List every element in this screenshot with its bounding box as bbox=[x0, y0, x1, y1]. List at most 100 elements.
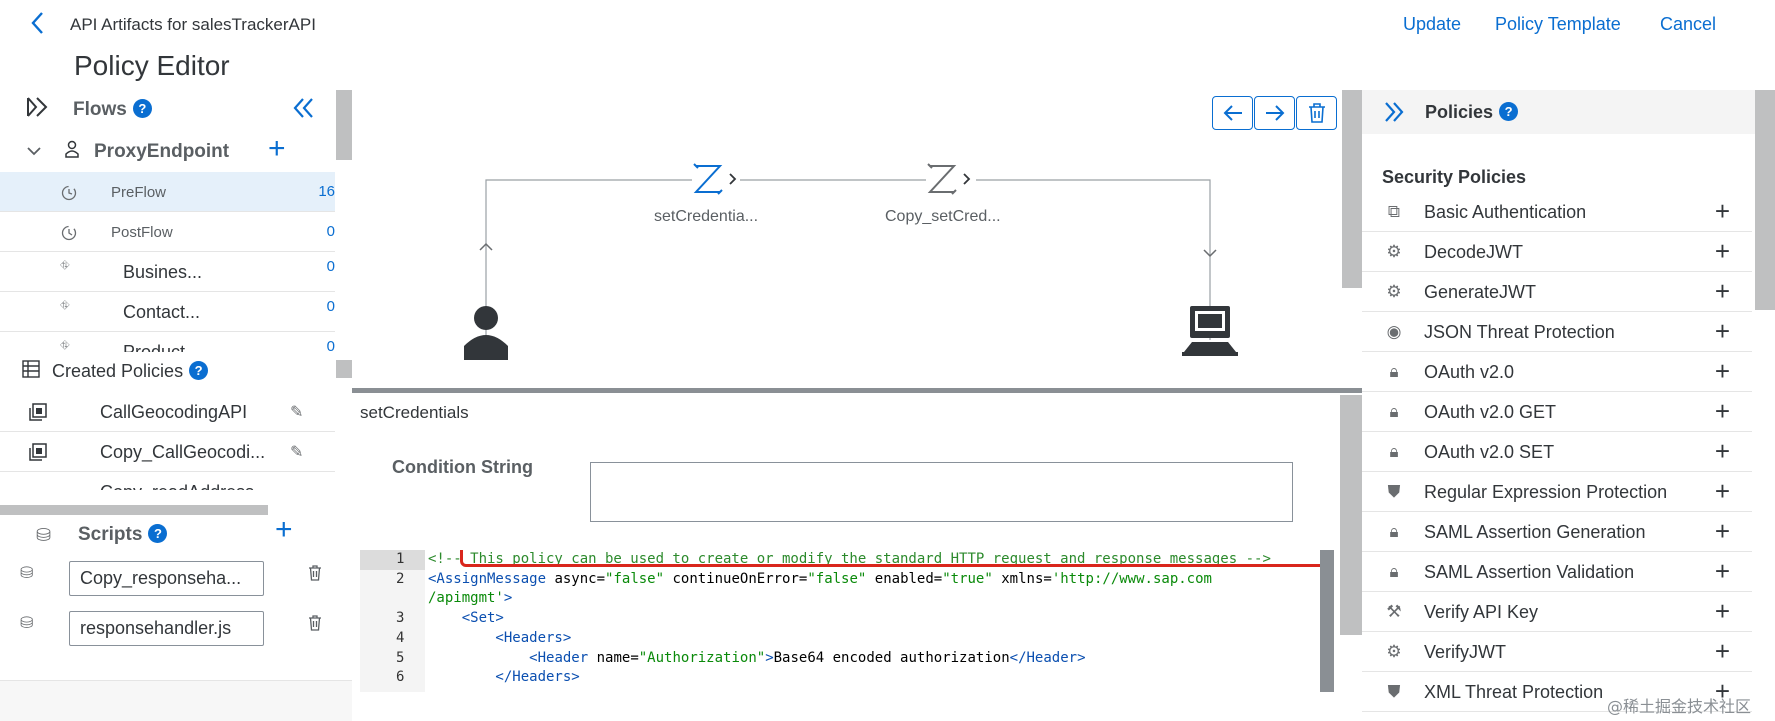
edit-pencil-icon[interactable]: ✎ bbox=[290, 444, 304, 461]
add-policy-button[interactable]: + bbox=[1714, 196, 1730, 226]
flows-title: Flows bbox=[73, 99, 127, 120]
script-item[interactable]: ⛁ Copy_responseha... bbox=[0, 555, 335, 605]
help-icon[interactable]: ? bbox=[189, 361, 209, 380]
flow-policy-label[interactable]: setCredentia... bbox=[654, 208, 759, 225]
lock-icon: 🔒︎ bbox=[1389, 362, 1399, 381]
code-line[interactable]: <AssignMessage async="false" continueOnE… bbox=[428, 570, 1212, 587]
policy-item[interactable]: 🔒︎SAML Assertion Validation+ bbox=[1362, 552, 1752, 592]
flow-policy-label[interactable]: Copy_setCred... bbox=[885, 208, 1001, 225]
condition-string-input[interactable] bbox=[590, 462, 1293, 522]
code-editor[interactable]: 1 2 3 4 5 6 <!-- This policy can be used… bbox=[360, 550, 1330, 692]
collapse-panel-icon[interactable] bbox=[292, 97, 316, 124]
chevron-down-icon[interactable] bbox=[26, 144, 42, 162]
flow-item-count: 0 bbox=[326, 223, 335, 240]
add-policy-button[interactable]: + bbox=[1714, 636, 1730, 666]
policy-item[interactable]: ⚙GenerateJWT+ bbox=[1362, 272, 1752, 312]
assign-message-node-icon[interactable] bbox=[926, 162, 976, 196]
created-policy-item[interactable]: Copy_CallGeocodi... ✎ bbox=[0, 432, 335, 472]
policy-item[interactable]: 🔒︎OAuth v2.0 SET+ bbox=[1362, 432, 1752, 472]
flow-item-preflow[interactable]: PreFlow 16 bbox=[0, 172, 335, 212]
assign-message-node-icon[interactable] bbox=[692, 162, 742, 196]
code-line[interactable]: <Headers> bbox=[428, 629, 572, 646]
splitter[interactable] bbox=[352, 388, 1362, 393]
add-policy-button[interactable]: + bbox=[1714, 436, 1730, 466]
policy-item-label: SAML Assertion Generation bbox=[1424, 522, 1646, 542]
move-right-button[interactable] bbox=[1254, 96, 1295, 130]
delete-policy-button[interactable] bbox=[1296, 96, 1337, 130]
line-number: 6 bbox=[396, 669, 405, 686]
add-policy-button[interactable]: + bbox=[1714, 276, 1730, 306]
preflow-icon bbox=[60, 184, 78, 205]
flow-item-count: 0 bbox=[326, 298, 335, 315]
id-card-icon: ⧉ bbox=[1387, 202, 1401, 221]
policies-panel: Policies? Security Policies ⧉Basic Authe… bbox=[1362, 90, 1775, 721]
add-policy-button[interactable]: + bbox=[1714, 476, 1730, 506]
help-icon[interactable]: ? bbox=[148, 524, 168, 543]
policy-item[interactable]: 🔒︎ OAuth v2.0 + bbox=[1362, 352, 1752, 392]
collapse-right-icon[interactable] bbox=[1382, 101, 1406, 128]
line-number: 4 bbox=[396, 629, 405, 646]
created-policy-item[interactable]: CallGeocodingAPI ✎ bbox=[0, 392, 335, 432]
conditional-flow-icon: ⛗ bbox=[60, 258, 70, 272]
lock-icon: 🔒︎ bbox=[1389, 402, 1399, 421]
policy-item-label: VerifyJWT bbox=[1424, 642, 1507, 662]
details-scrollbar[interactable] bbox=[1340, 395, 1362, 635]
client-user-icon bbox=[460, 302, 512, 362]
code-line[interactable]: <Header name="Authorization">Base64 enco… bbox=[529, 649, 1086, 666]
proxy-endpoint-row[interactable]: ProxyEndpoint + bbox=[0, 130, 335, 172]
edit-pencil-icon[interactable]: ✎ bbox=[290, 404, 304, 421]
policies-hscrollbar[interactable] bbox=[0, 505, 268, 515]
code-line[interactable]: <Set> bbox=[428, 610, 504, 627]
flow-item-business[interactable]: ⛗ Busines... 0 bbox=[0, 252, 335, 292]
policies-title: Policies bbox=[1425, 102, 1494, 122]
code-scrollbar[interactable] bbox=[1320, 550, 1334, 692]
add-script-button[interactable]: + bbox=[275, 513, 293, 546]
policy-item[interactable]: ⚙VerifyJWT+ bbox=[1362, 632, 1752, 672]
add-policy-button[interactable]: + bbox=[1714, 316, 1730, 346]
policy-item[interactable]: ⛊XML Threat Protection+ bbox=[1362, 672, 1752, 712]
flows-scrollbar-thumb[interactable] bbox=[336, 360, 352, 378]
help-icon[interactable]: ? bbox=[1499, 102, 1519, 121]
code-line[interactable]: <!-- This policy can be used to create o… bbox=[428, 551, 1271, 567]
policy-item[interactable]: 🔒︎SAML Assertion Generation+ bbox=[1362, 512, 1752, 552]
add-policy-button[interactable]: + bbox=[1714, 236, 1730, 266]
policy-item[interactable]: ◉JSON Threat Protection+ bbox=[1362, 312, 1752, 352]
add-policy-button[interactable]: + bbox=[1714, 356, 1730, 386]
code-line[interactable]: </Headers> bbox=[428, 669, 580, 686]
add-policy-button[interactable]: + bbox=[1714, 396, 1730, 426]
policy-item[interactable]: 🔒︎OAuth v2.0 GET+ bbox=[1362, 392, 1752, 432]
policy-item[interactable]: ⛊Regular Expression Protection+ bbox=[1362, 472, 1752, 512]
move-left-button[interactable] bbox=[1212, 96, 1253, 130]
policy-item[interactable]: ⚙DecodeJWT+ bbox=[1362, 232, 1752, 272]
trash-icon[interactable] bbox=[308, 565, 322, 586]
policy-template-button[interactable]: Policy Template bbox=[1495, 14, 1621, 34]
script-name-field[interactable]: responsehandler.js bbox=[69, 611, 264, 646]
policies-scrollbar[interactable] bbox=[1755, 90, 1775, 310]
back-arrow-icon[interactable] bbox=[28, 10, 52, 40]
policy-item[interactable]: ⧉Basic Authentication+ bbox=[1362, 192, 1752, 232]
help-icon[interactable]: ? bbox=[132, 99, 152, 118]
flow-item-product[interactable]: ⛗ Product 0 bbox=[0, 332, 335, 352]
breadcrumb[interactable]: API Artifacts for salesTrackerAPI bbox=[70, 15, 316, 34]
designer-scrollbar[interactable] bbox=[1342, 90, 1362, 288]
script-item[interactable]: ⛁ responsehandler.js bbox=[0, 605, 335, 655]
cancel-button[interactable]: Cancel bbox=[1660, 14, 1717, 34]
flows-scrollbar[interactable] bbox=[336, 90, 352, 160]
add-flow-button[interactable]: + bbox=[268, 132, 286, 165]
policy-item[interactable]: ⚒Verify API Key+ bbox=[1362, 592, 1752, 632]
created-policy-label: Copy_readAddress... bbox=[100, 482, 269, 490]
add-policy-button[interactable]: + bbox=[1714, 556, 1730, 586]
code-line[interactable]: /apimgmt'> bbox=[428, 590, 513, 607]
add-policy-button[interactable]: + bbox=[1714, 516, 1730, 546]
created-policy-item[interactable]: Copy_readAddress... bbox=[0, 472, 335, 490]
add-policy-button[interactable]: + bbox=[1714, 596, 1730, 626]
flow-item-postflow[interactable]: PostFlow 0 bbox=[0, 212, 335, 252]
script-icon: ⛁ bbox=[20, 565, 34, 582]
script-name-field[interactable]: Copy_responseha... bbox=[69, 561, 264, 596]
add-policy-button[interactable]: + bbox=[1714, 676, 1730, 706]
flow-item-contact[interactable]: ⛗ Contact... 0 bbox=[0, 292, 335, 332]
trash-icon[interactable] bbox=[308, 615, 322, 636]
policy-item-label: OAuth v2.0 bbox=[1424, 362, 1515, 382]
update-button[interactable]: Update bbox=[1403, 14, 1462, 34]
expand-flows-icon[interactable] bbox=[26, 96, 50, 123]
